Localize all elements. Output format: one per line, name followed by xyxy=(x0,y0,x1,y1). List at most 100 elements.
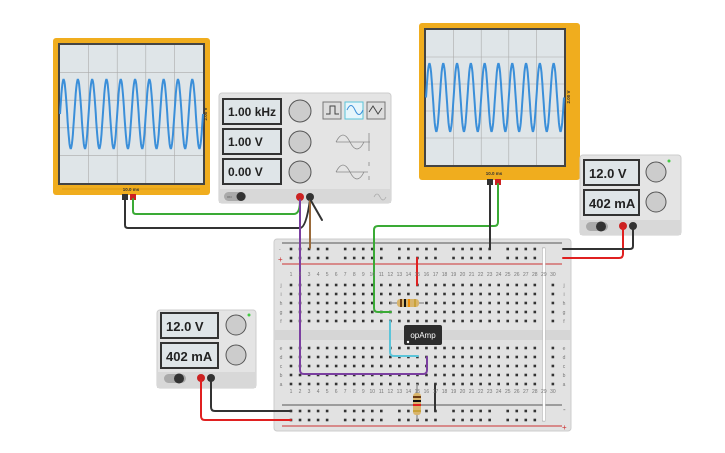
breadboard-hole[interactable] xyxy=(452,382,455,386)
power-toggle[interactable] xyxy=(586,221,608,232)
breadboard-hole[interactable] xyxy=(533,310,537,314)
breadboard-hole[interactable] xyxy=(289,382,293,386)
breadboard-hole[interactable] xyxy=(316,355,320,359)
breadboard-hole[interactable] xyxy=(470,301,473,305)
breadboard-hole[interactable] xyxy=(497,319,500,323)
breadboard-hole[interactable] xyxy=(479,373,482,377)
rail-hole[interactable] xyxy=(506,256,510,260)
breadboard-hole[interactable] xyxy=(551,346,555,350)
rail-hole[interactable] xyxy=(325,256,329,260)
resistor-vertical[interactable] xyxy=(413,384,421,420)
breadboard-hole[interactable] xyxy=(551,301,555,305)
rail-hole[interactable] xyxy=(343,409,347,413)
breadboard-hole[interactable] xyxy=(524,292,528,296)
breadboard-hole[interactable] xyxy=(452,373,455,377)
breadboard-hole[interactable] xyxy=(515,319,519,323)
breadboard-hole[interactable] xyxy=(325,346,329,350)
wire-ps2-positive[interactable] xyxy=(200,379,292,421)
negative-terminal[interactable] xyxy=(629,222,637,230)
breadboard-hole[interactable] xyxy=(470,373,473,377)
breadboard-hole[interactable] xyxy=(298,373,302,377)
breadboard-hole[interactable] xyxy=(425,301,428,305)
breadboard-hole[interactable] xyxy=(425,382,428,386)
breadboard-hole[interactable] xyxy=(506,283,510,287)
breadboard-hole[interactable] xyxy=(470,346,473,350)
breadboard-hole[interactable] xyxy=(343,310,347,314)
wire-ps1-ground[interactable] xyxy=(562,227,634,250)
breadboard-hole[interactable] xyxy=(533,382,537,386)
sine-wave-button[interactable] xyxy=(344,101,364,120)
breadboard-hole[interactable] xyxy=(551,364,555,368)
breadboard-hole[interactable] xyxy=(307,310,311,314)
breadboard-hole[interactable] xyxy=(434,355,437,359)
breadboard-hole[interactable] xyxy=(370,364,374,368)
breadboard-hole[interactable] xyxy=(334,382,338,386)
breadboard-hole[interactable] xyxy=(434,373,437,377)
breadboard-hole[interactable] xyxy=(479,292,482,296)
breadboard-hole[interactable] xyxy=(479,283,482,287)
rail-hole[interactable] xyxy=(316,256,320,260)
breadboard-hole[interactable] xyxy=(343,283,347,287)
breadboard-hole[interactable] xyxy=(361,382,365,386)
rail-hole[interactable] xyxy=(533,418,537,422)
breadboard-hole[interactable] xyxy=(524,382,528,386)
breadboard-hole[interactable] xyxy=(334,283,338,287)
rail-hole[interactable] xyxy=(325,409,329,413)
breadboard-hole[interactable] xyxy=(488,364,491,368)
breadboard-hole[interactable] xyxy=(352,346,356,350)
breadboard-hole[interactable] xyxy=(497,301,500,305)
rail-hole[interactable] xyxy=(488,409,491,413)
negative-terminal[interactable] xyxy=(207,374,215,382)
breadboard-hole[interactable] xyxy=(352,319,356,323)
rail-hole[interactable] xyxy=(524,418,528,422)
breadboard-hole[interactable] xyxy=(506,364,510,368)
breadboard-hole[interactable] xyxy=(389,382,392,386)
breadboard-hole[interactable] xyxy=(407,346,410,350)
rail-hole[interactable] xyxy=(515,409,519,413)
breadboard-hole[interactable] xyxy=(398,292,401,296)
breadboard-hole[interactable] xyxy=(380,382,383,386)
breadboard-hole[interactable] xyxy=(434,301,437,305)
breadboard-hole[interactable] xyxy=(416,346,419,350)
breadboard-hole[interactable] xyxy=(398,382,401,386)
positive-terminal[interactable] xyxy=(197,374,205,382)
breadboard-hole[interactable] xyxy=(407,292,410,296)
offset-knob[interactable] xyxy=(288,160,312,184)
rail-hole[interactable] xyxy=(407,418,410,422)
breadboard-hole[interactable] xyxy=(380,319,383,323)
breadboard-hole[interactable] xyxy=(307,382,311,386)
breadboard-hole[interactable] xyxy=(325,310,329,314)
breadboard-hole[interactable] xyxy=(307,346,311,350)
breadboard-hole[interactable] xyxy=(470,292,473,296)
breadboard-hole[interactable] xyxy=(380,346,383,350)
rail-hole[interactable] xyxy=(533,256,537,260)
breadboard-hole[interactable] xyxy=(506,382,510,386)
breadboard-hole[interactable] xyxy=(416,292,419,296)
breadboard-hole[interactable] xyxy=(316,364,320,368)
breadboard-hole[interactable] xyxy=(352,310,356,314)
rail-hole[interactable] xyxy=(488,256,491,260)
rail-hole[interactable] xyxy=(370,409,374,413)
breadboard-hole[interactable] xyxy=(289,355,293,359)
breadboard-hole[interactable] xyxy=(361,346,365,350)
rail-hole[interactable] xyxy=(524,256,528,260)
breadboard-hole[interactable] xyxy=(398,319,401,323)
rail-hole[interactable] xyxy=(316,418,320,422)
breadboard-hole[interactable] xyxy=(479,364,482,368)
breadboard-hole[interactable] xyxy=(443,382,446,386)
breadboard-hole[interactable] xyxy=(343,292,347,296)
breadboard-hole[interactable] xyxy=(515,310,519,314)
breadboard-hole[interactable] xyxy=(434,292,437,296)
breadboard-hole[interactable] xyxy=(506,346,510,350)
breadboard-hole[interactable] xyxy=(370,346,374,350)
breadboard-hole[interactable] xyxy=(380,364,383,368)
breadboard-hole[interactable] xyxy=(334,355,338,359)
breadboard-hole[interactable] xyxy=(452,310,455,314)
breadboard-hole[interactable] xyxy=(316,382,320,386)
breadboard-hole[interactable] xyxy=(325,319,329,323)
breadboard-hole[interactable] xyxy=(316,283,320,287)
rail-hole[interactable] xyxy=(461,409,464,413)
rail-hole[interactable] xyxy=(307,418,311,422)
rail-hole[interactable] xyxy=(461,418,464,422)
